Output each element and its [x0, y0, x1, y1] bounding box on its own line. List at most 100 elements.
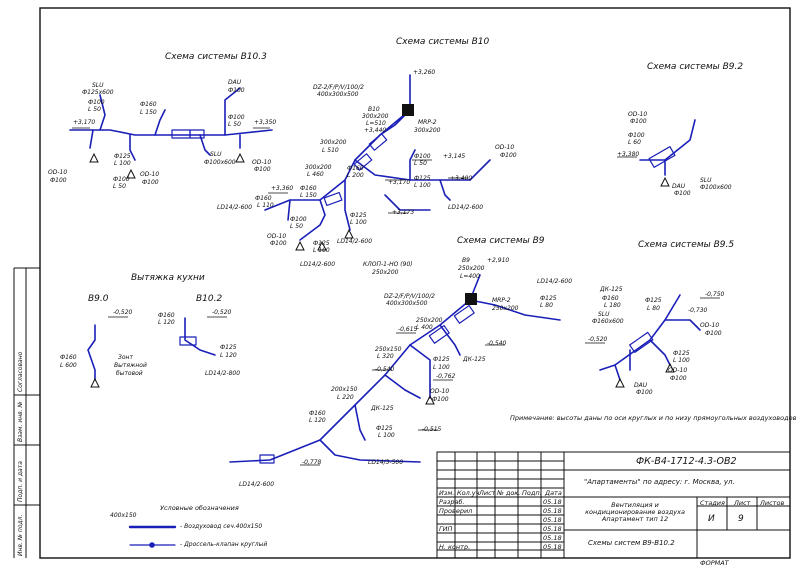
format-label: ФОРМАТ [700, 559, 729, 567]
label: SLU [210, 151, 222, 158]
label: -0,540 [375, 366, 395, 373]
label: Ф125 [114, 153, 131, 160]
title-b10-3: Схема системы В10.3 [165, 52, 267, 62]
label: DAU [228, 79, 242, 86]
label: OD-10 [495, 144, 515, 151]
label: Ф160х600 [592, 318, 624, 325]
label: -0,615 [398, 326, 418, 333]
label: DZ-2/F/P/V/100/2 [384, 293, 435, 300]
label: Ф160 [300, 185, 317, 192]
label: Ф100 [670, 375, 687, 382]
label: Ф100 [228, 114, 245, 121]
label: L 150 [140, 109, 157, 116]
legend-item-damper: - Дроссель-клапан круглый [180, 541, 268, 548]
label: 250х150 [375, 346, 402, 353]
label: +3,350 [254, 119, 277, 126]
label: Ф160 [158, 312, 175, 319]
label: LD14/3-500 [368, 459, 404, 466]
label: Ф125х600 [82, 89, 114, 96]
label: 250х200 [492, 305, 519, 312]
label: КЛОП-1-НО (90) [363, 261, 413, 268]
label: LD14/2-800 [205, 370, 241, 377]
label: +3,380 [617, 151, 640, 158]
label: L 460 [307, 171, 324, 178]
label: Ф160 [309, 410, 326, 417]
label: Ф100 [142, 179, 159, 186]
label: -0,778 [302, 459, 322, 466]
tb-date: 05.18 [543, 507, 562, 515]
label: L 50 [113, 183, 126, 190]
label: OD-10 [628, 111, 648, 118]
label: +3,260 [413, 69, 436, 76]
title-b10-2: В10.2 [196, 294, 223, 304]
label: L 600 [60, 362, 77, 369]
label: Зонт [118, 354, 133, 361]
label: Ф100 [628, 132, 645, 139]
tb-role: Проверил [439, 507, 473, 515]
tb-header: Дата [545, 489, 562, 497]
tb-header: Лист [479, 489, 496, 497]
label: 250х200 [416, 317, 443, 324]
label: SLU [92, 82, 104, 89]
label: SLU [598, 311, 610, 318]
tb-header: Изм. [439, 489, 455, 497]
tb-role: Разраб. [439, 498, 465, 506]
label: SLU [700, 177, 712, 184]
label: -0,520 [212, 309, 232, 316]
label: OD-10 [668, 367, 688, 374]
label: Ф160 [347, 165, 364, 172]
tb-sheet-header: Лист [734, 499, 751, 507]
label: L 50 [290, 223, 303, 230]
stamp-replace-inv: Взам. инв. № [17, 401, 24, 442]
label: 300х200 [305, 164, 332, 171]
label: L 220 [337, 394, 354, 401]
sheet-description: Вентиляция и кондиционирование воздуха А… [585, 501, 685, 524]
label: Ф100 [705, 330, 722, 337]
label: L 510 [322, 147, 339, 154]
label: бытовой [116, 370, 143, 377]
sheet-name: Схемы систем В9-В10.2 [588, 539, 675, 547]
label: Ф125 [433, 356, 450, 363]
label: L 180 [604, 302, 621, 309]
label: Ф100 [432, 396, 449, 403]
label: Ф160 [140, 101, 157, 108]
label: L 100 [313, 247, 330, 254]
tb-date: 05.18 [543, 534, 562, 542]
label: -0,515 [422, 426, 442, 433]
label: +2,910 [487, 257, 510, 264]
label: Ф125 [645, 297, 662, 304]
label: -0,750 [705, 291, 725, 298]
system-b9-2-ducts [639, 119, 696, 176]
label: Ф100 [414, 153, 431, 160]
system-kitchen-ducts [87, 317, 216, 381]
label: -0,520 [113, 309, 133, 316]
label: L 100 [673, 357, 690, 364]
legend-item-duct: - Воздуховод сеч.400х150 [180, 523, 263, 530]
label: Ф125 [376, 425, 393, 432]
label: Ф125 [540, 295, 557, 302]
label: L 120 [309, 417, 326, 424]
label: LD14/2-600 [217, 204, 253, 211]
label: L 150 [300, 192, 317, 199]
tb-stage-value: И [708, 514, 715, 524]
label: Ф100х600 [700, 184, 732, 191]
label: -0,762 [436, 373, 456, 380]
system-b9-5-ducts [599, 294, 701, 381]
label: Ф100 [270, 240, 287, 247]
tb-date: 05.18 [543, 543, 562, 551]
label: Ф160 [60, 354, 77, 361]
system-b10-3-ducts [69, 87, 273, 161]
label: Ф100 [636, 389, 653, 396]
stamp-sign-date: Подп. и дата [17, 461, 24, 502]
label: Ф125 [673, 350, 690, 357]
tb-header: Кол.уч [457, 489, 480, 497]
label: L 100 [350, 219, 367, 226]
label: L 50 [228, 121, 241, 128]
tb-header: № док. [497, 489, 521, 497]
drawing-note: Примечание: высоты даны по оси круглых и… [510, 414, 797, 422]
tb-date: 05.18 [543, 516, 562, 524]
label: DAU [672, 183, 686, 190]
label: +3,170 [388, 179, 411, 186]
label: LD14/2-600 [537, 278, 573, 285]
